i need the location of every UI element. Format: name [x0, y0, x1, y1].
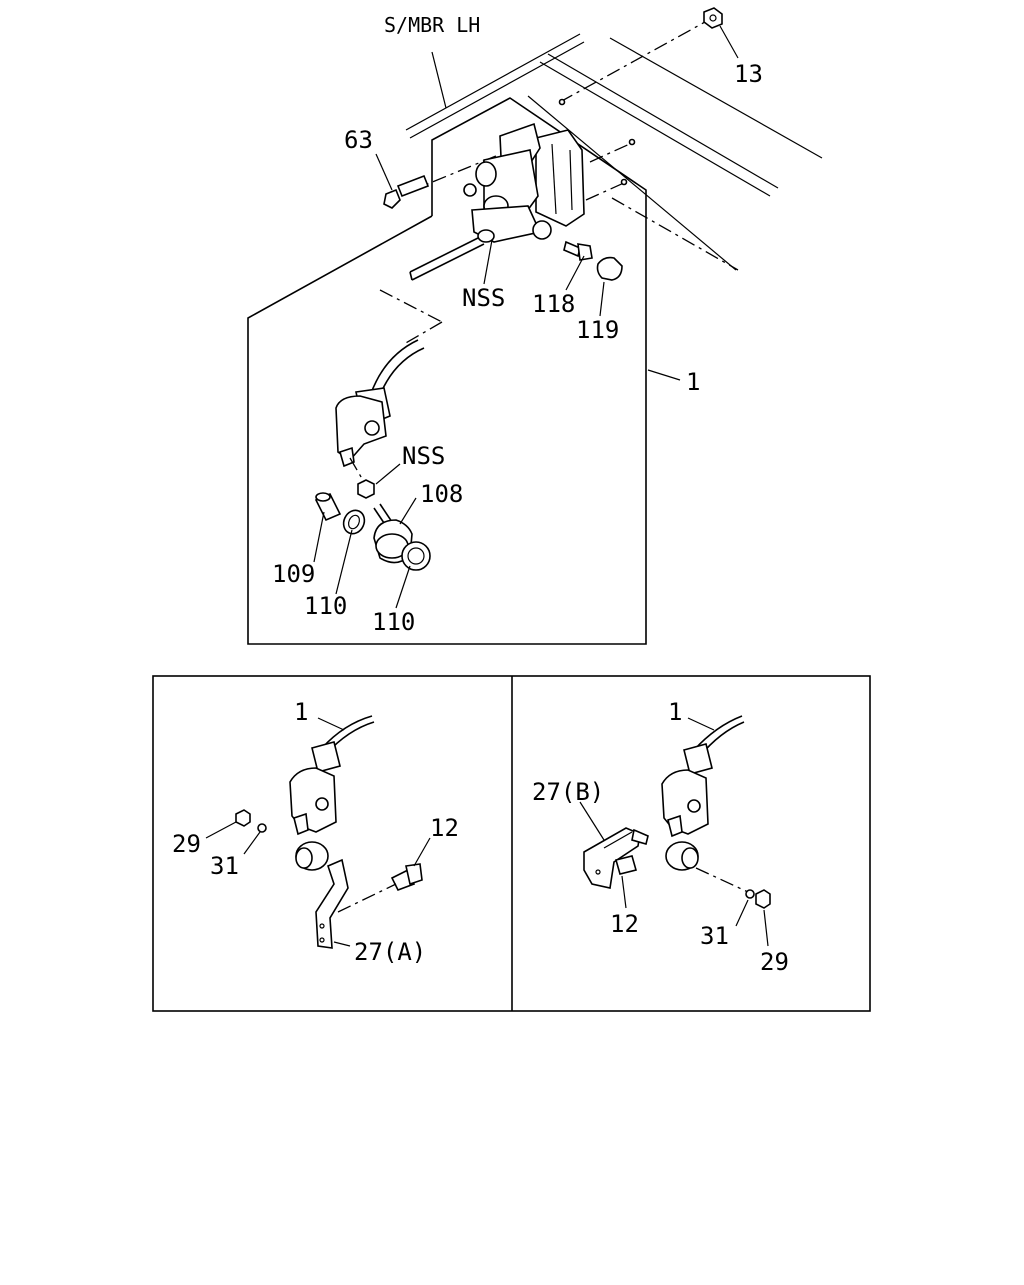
- pin-109: [314, 492, 342, 522]
- frame-hole: [628, 138, 636, 146]
- bracket-27a: [315, 858, 349, 949]
- rod-break-centerline-2: [403, 321, 443, 345]
- bolt-63: [383, 174, 430, 209]
- label-13: 13: [734, 60, 763, 88]
- bolt-118: [563, 240, 593, 261]
- nut-29: [235, 809, 251, 827]
- bolt-12-right: [615, 828, 649, 875]
- right-label-12: 12: [610, 910, 639, 938]
- right-label-1: 1: [668, 698, 682, 726]
- lower-link: [335, 339, 425, 468]
- label-118: 118: [532, 290, 575, 318]
- bush-110a: [342, 509, 366, 535]
- label-110a: 110: [304, 592, 347, 620]
- cap-119: [596, 256, 623, 281]
- bush-110b: [401, 541, 431, 571]
- right-label-31: 31: [700, 922, 729, 950]
- right-detail-panel: 1 27(B) 12 31 29: [532, 698, 789, 976]
- left-label-31: 31: [210, 852, 239, 880]
- washer-31: [257, 823, 267, 833]
- frame-hole: [620, 178, 628, 186]
- label-110b: 110: [372, 608, 415, 636]
- bolt-13-centerline: [559, 21, 706, 103]
- left-label-29: 29: [172, 830, 201, 858]
- label-63: 63: [344, 126, 373, 154]
- main-assembly: S/MBR LH 13 63 NSS 118 119 1 NSS 108 109…: [247, 7, 823, 645]
- left-detail-panel: 1 29 31 12 27(A): [172, 698, 459, 966]
- nut-nss: [349, 457, 375, 499]
- label-119: 119: [576, 316, 619, 344]
- label-frame: S/MBR LH: [384, 13, 480, 37]
- frame-hole: [558, 98, 566, 106]
- left-label-27a: 27(A): [354, 938, 426, 966]
- mount-centerline-a: [589, 141, 635, 163]
- left-label-12: 12: [430, 814, 459, 842]
- label-108: 108: [420, 480, 463, 508]
- washer-31-right: [745, 889, 755, 899]
- right-label-29: 29: [760, 948, 789, 976]
- side-member-frame: [405, 33, 823, 271]
- label-1: 1: [686, 368, 700, 396]
- leader-lines: [313, 25, 739, 609]
- right-label-27b: 27(B): [532, 778, 604, 806]
- control-rod: [409, 229, 495, 281]
- label-nss-top: NSS: [462, 284, 505, 312]
- nut-13: [703, 7, 723, 29]
- mount-centerline-c: [611, 197, 739, 271]
- left-label-1: 1: [294, 698, 308, 726]
- assembly-outline: [247, 97, 647, 645]
- bolt-12-left: [390, 863, 423, 892]
- bracket-27b: [583, 827, 641, 889]
- label-nss-mid: NSS: [402, 442, 445, 470]
- sensor-body: [463, 122, 585, 243]
- detail-panels: 1 29 31 12 27(A): [152, 675, 871, 1012]
- nut-29-right: [755, 889, 771, 909]
- rod-break-centerline: [379, 289, 443, 323]
- label-109: 109: [272, 560, 315, 588]
- mount-centerline-b: [585, 181, 627, 201]
